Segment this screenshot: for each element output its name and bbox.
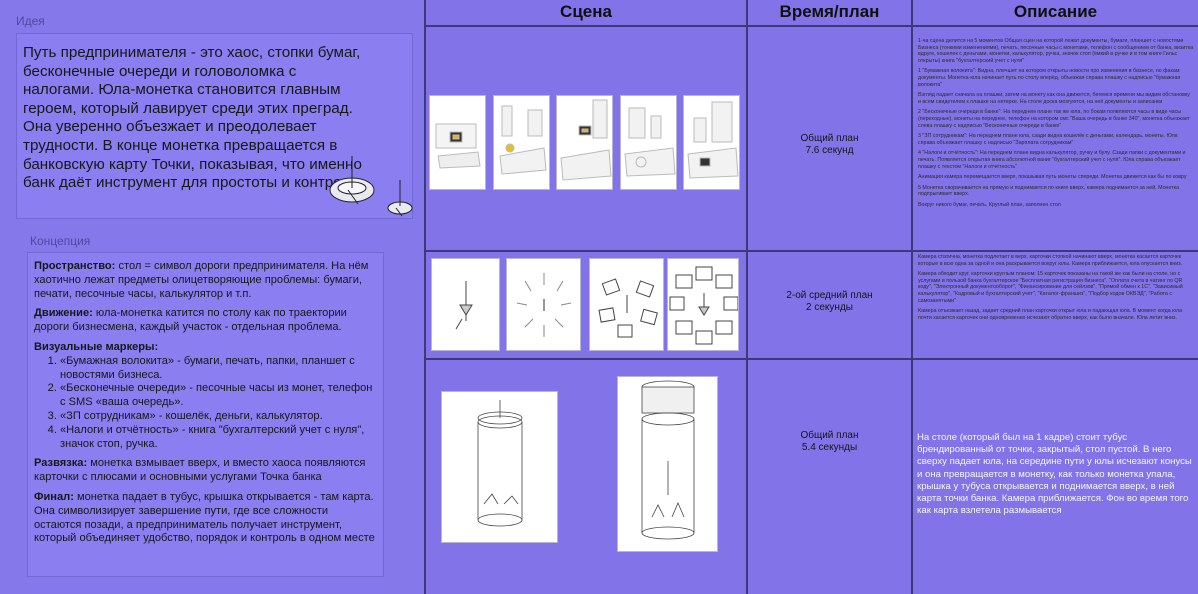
spinning-top-illustration (329, 156, 413, 217)
scene-frame[interactable] (620, 95, 677, 190)
concept-board: Идея Путь предпринимателя - это хаос, ст… (0, 0, 424, 594)
description-row-2: Камера статична, монетка подлетает в вер… (918, 254, 1183, 321)
header-time: Время/план (779, 2, 880, 21)
scene-frame[interactable] (683, 95, 740, 190)
scene-frame[interactable] (429, 95, 486, 190)
marker-item: «Бумажная волокита» - бумаги, печать, па… (60, 355, 377, 383)
concept-twist: Развязка: монетка взмывает вверх, и вмес… (34, 457, 366, 484)
scene-frame[interactable] (589, 258, 664, 351)
marker-item: «Бесконечные очереди» - песочные часы из… (60, 382, 377, 410)
concept-motion: Движение: юла-монетка катится по столу к… (34, 307, 347, 334)
header-description: Описание (1013, 2, 1098, 21)
scene-frame[interactable] (441, 391, 558, 543)
concept-label: Концепция (30, 234, 91, 248)
marker-item: «Налоги и отчётность» - книга "бухгалтер… (60, 424, 377, 452)
scene-frame[interactable] (667, 258, 739, 351)
scene-frame[interactable] (431, 258, 500, 351)
header-scene: Сцена (560, 2, 612, 21)
marker-item: «ЗП сотрудникам» - кошелёк, деньги, каль… (60, 410, 377, 424)
scene-frame[interactable] (556, 95, 613, 190)
concept-markers-title: Визуальные маркеры: (34, 340, 159, 353)
concept-final: Финал: монетка падает в тубус, крышка от… (34, 490, 375, 545)
description-row-3: На столе (который был на 1 кадре) стоит … (917, 432, 1192, 517)
concept-markers-list: «Бумажная волокита» - бумаги, печать, па… (60, 355, 377, 452)
idea-label: Идея (16, 14, 45, 28)
scene-frame[interactable] (493, 95, 550, 190)
concept-card[interactable]: Пространство: стол = символ дороги предп… (27, 252, 384, 577)
concept-space: Пространство: стол = символ дороги предп… (34, 260, 369, 300)
description-row-1: 1-ча сцена делится на 5 моментов Общая с… (918, 38, 1194, 208)
scene-frame[interactable] (506, 258, 581, 351)
scene-frame[interactable] (617, 376, 718, 552)
idea-text: Путь предпринимателя - это хаос, стопки … (23, 44, 363, 192)
idea-card[interactable]: Путь предпринимателя - это хаос, стопки … (16, 33, 413, 219)
